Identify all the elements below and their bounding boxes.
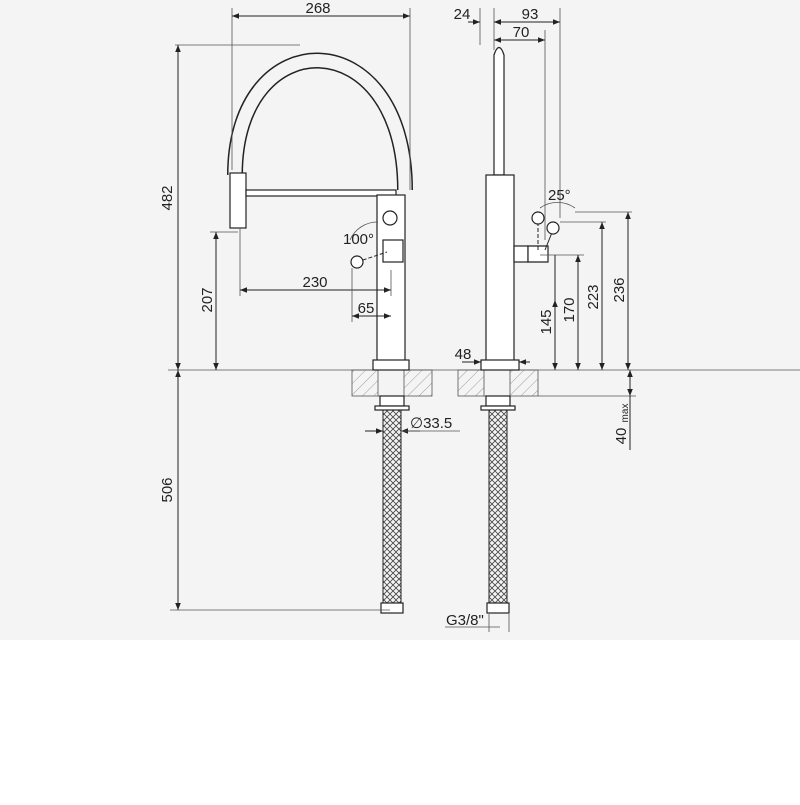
- hose-fitting-front: [380, 602, 404, 614]
- dim-100-deg: 100°: [343, 231, 374, 248]
- dim-40-max: max: [620, 404, 631, 423]
- spray-head: [229, 172, 247, 229]
- cross-bar: [245, 189, 397, 197]
- lever-pivot: [382, 210, 398, 226]
- lever-body-side: [527, 245, 549, 263]
- dim-65: 65: [358, 300, 375, 317]
- dim-40: 40: [613, 428, 630, 445]
- lever-handle-side: [546, 221, 560, 235]
- body-base: [372, 359, 410, 371]
- dim-268: 268: [305, 0, 330, 17]
- faucet-body-side: [485, 174, 515, 366]
- dim-thread: G3/8": [446, 612, 484, 629]
- dim-482: 482: [159, 185, 176, 210]
- lever-block: [382, 239, 404, 263]
- dim-506: 506: [159, 477, 176, 502]
- front-view: 268 482 207 230 65 100° 506 ∅33.5: [159, 0, 800, 614]
- hose-front: [382, 409, 402, 609]
- side-view: 24 93 70 25° 145 170 223 236 48 40 max: [445, 6, 636, 632]
- dim-48: 48: [455, 346, 472, 363]
- dim-236: 236: [611, 277, 628, 302]
- dim-207: 207: [199, 287, 216, 312]
- dim-hose-diameter: ∅33.5: [410, 415, 452, 432]
- dim-145: 145: [538, 309, 555, 334]
- dim-25-deg: 25°: [548, 187, 571, 204]
- lever-handle-alt: [350, 255, 364, 269]
- mount-nut-front: [379, 395, 405, 407]
- dim-230: 230: [302, 274, 327, 291]
- spout-side: [493, 46, 505, 176]
- dim-24: 24: [454, 6, 471, 23]
- dim-70: 70: [513, 24, 530, 41]
- dim-170: 170: [561, 297, 578, 322]
- dim-223: 223: [585, 284, 602, 309]
- dim-93: 93: [522, 6, 539, 23]
- hose-side: [488, 409, 508, 609]
